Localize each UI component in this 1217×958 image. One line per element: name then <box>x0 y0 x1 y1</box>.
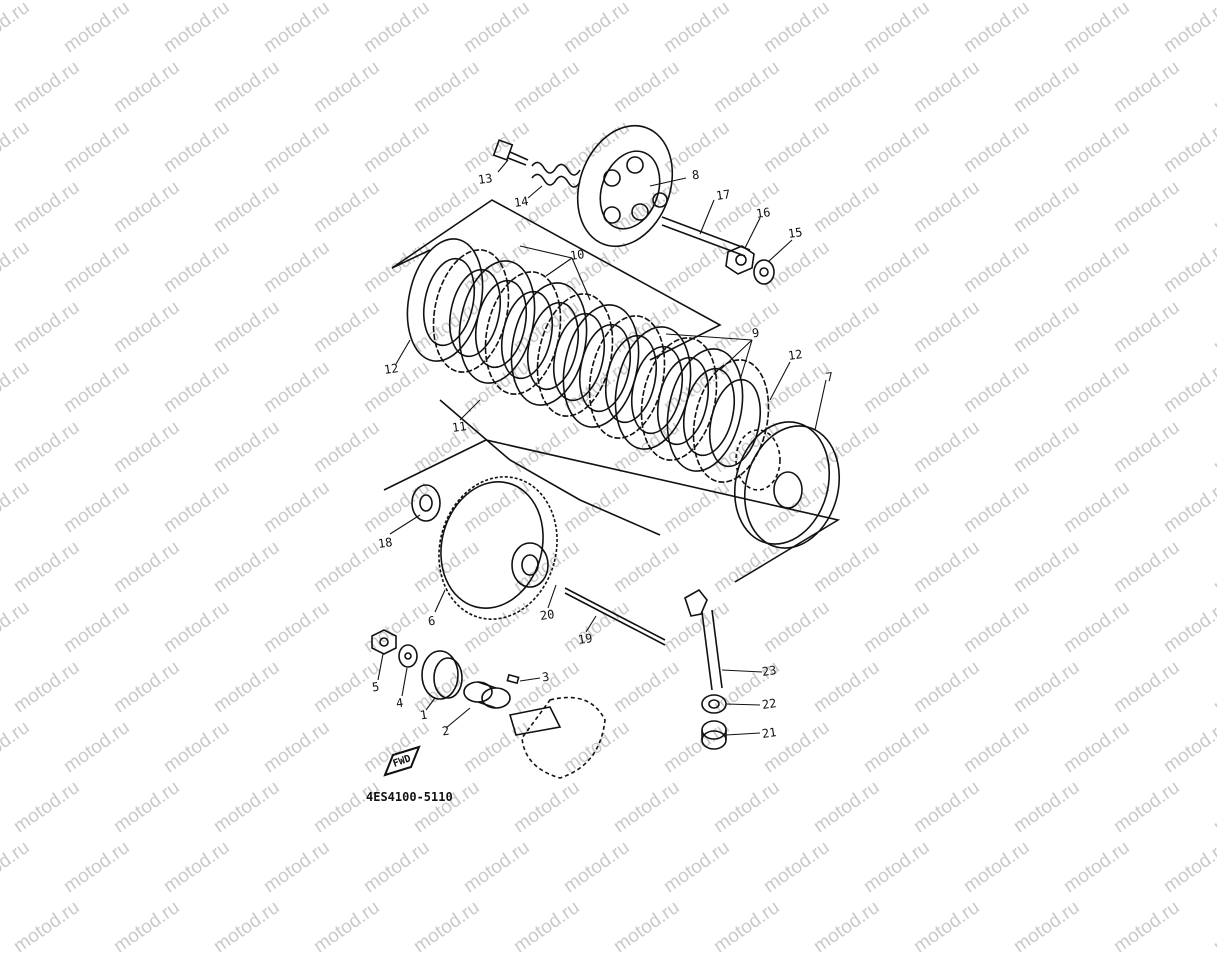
callout-12-left: 12 <box>383 361 400 377</box>
hub-group-outline <box>383 439 841 583</box>
push-rod-19 <box>564 587 666 646</box>
plate-group-outline-lower <box>439 399 661 536</box>
plate-inner-edge <box>475 279 527 369</box>
primary-drive-gear-1 <box>421 650 463 700</box>
callout-15: 18 <box>377 535 394 551</box>
locknut-17 <box>725 245 755 275</box>
push-rod-18 <box>661 216 751 257</box>
clutch-exploded-diagram <box>371 124 841 779</box>
callout-12-right: 12 <box>787 347 804 363</box>
plate-inner-edge <box>709 378 761 468</box>
plate-inner-edge <box>657 356 709 446</box>
callout-13: 14 <box>513 194 530 210</box>
callout-19: 19 <box>577 631 594 647</box>
callout-18: 17 <box>715 187 732 203</box>
plate-inner-edge <box>527 301 579 391</box>
callout-20: 20 <box>539 607 556 623</box>
plate-inner-edge <box>423 257 475 347</box>
plate-inner-edge <box>605 334 657 424</box>
crankshaft <box>508 696 606 779</box>
callout-10: 10 <box>569 247 586 263</box>
plate-inner-edge <box>449 268 501 358</box>
plate-group-outline <box>391 199 722 361</box>
plate-inner-edge <box>579 323 631 413</box>
nut-5 <box>371 629 397 655</box>
diagram-code: 4ES4100-5110 <box>366 790 453 804</box>
primary-driven-gear-7 <box>733 421 841 549</box>
friction-and-clutch-plates <box>406 238 770 483</box>
bearing-21 <box>701 720 727 750</box>
callout-21: 21 <box>761 725 778 741</box>
callout-22: 22 <box>761 696 778 712</box>
lock-washer-15 <box>411 484 441 522</box>
collar-2 <box>463 681 511 709</box>
fwd-arrow-icon <box>383 745 421 777</box>
friction-plate <box>406 238 484 362</box>
washer-16 <box>753 259 775 285</box>
washer-4 <box>398 644 418 668</box>
plate-inner-edge <box>683 367 735 457</box>
callout-16: 15 <box>787 225 804 241</box>
pressure-plate <box>576 124 674 248</box>
callout-11: 11 <box>451 419 468 435</box>
callout-23: 23 <box>761 663 778 679</box>
plate-inner-edge <box>631 345 683 435</box>
callout-14: 13 <box>477 171 494 187</box>
straight-key-3 <box>506 673 520 685</box>
callout-17: 16 <box>755 205 772 221</box>
clutch-spring-13 <box>531 161 581 188</box>
clutch-boss-6 <box>438 476 558 620</box>
plate-inner-edge <box>553 312 605 402</box>
friction-plate <box>666 348 744 472</box>
push-lever-23 <box>684 588 723 691</box>
plate-inner-edge <box>501 290 553 380</box>
bolt-14 <box>492 139 529 166</box>
oil-seal-22 <box>701 694 727 714</box>
